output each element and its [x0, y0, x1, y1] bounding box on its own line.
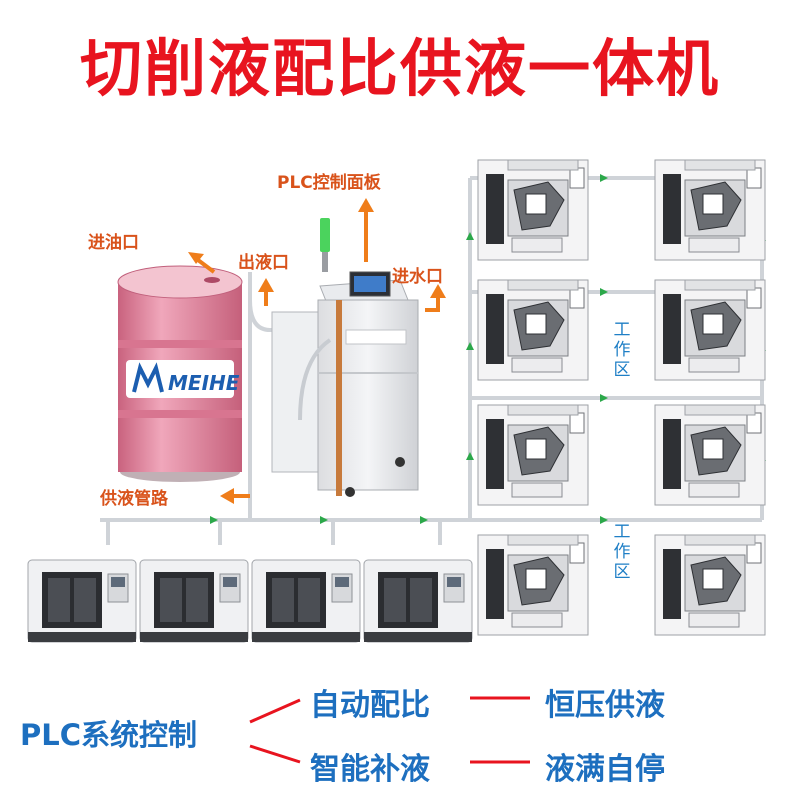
cnc-machine-top-7 [654, 404, 766, 506]
work-zone-label-1: 工作区 [613, 320, 631, 380]
full-auto-stop-label: 液满自停 [545, 752, 665, 787]
mixing-supply-unit [271, 218, 419, 497]
cnc-machine-top-4 [477, 534, 589, 636]
plc-panel-label: PLC控制面板 [277, 173, 381, 193]
cnc-machine-front-4 [363, 559, 473, 643]
cnc-machine-front-2 [139, 559, 249, 643]
liquid-outlet-label: 出液口 [238, 253, 289, 273]
cnc-machine-top-6 [654, 279, 766, 381]
auto-ratio-label: 自动配比 [310, 688, 430, 723]
oil-inlet-label: 进油口 [88, 233, 139, 253]
callout-arrows [188, 198, 446, 504]
cnc-machine-front-1 [27, 559, 137, 643]
cnc-machine-top-2 [477, 279, 589, 381]
cnc-machine-top-5 [654, 159, 766, 261]
cnc-machine-top-1 [477, 159, 589, 261]
plc-system-control-label: PLC系统控制 [20, 718, 198, 752]
water-inlet-label: 进水口 [392, 267, 443, 287]
cnc-machine-top-8 [654, 534, 766, 636]
coolant-barrel: MEIHE [117, 265, 243, 482]
smart-refill-label: 智能补液 [310, 752, 430, 787]
work-zone-label-2: 工作区 [613, 522, 631, 582]
barrel-brand-logo: MEIHE [168, 371, 240, 395]
cnc-machine-front-3 [251, 559, 361, 643]
supply-pipe-label: 供液管路 [100, 489, 168, 509]
feature-summary: PLC系统控制 自动配比 恒压供液 智能补液 液满自停 [0, 670, 800, 800]
constant-pressure-label: 恒压供液 [545, 688, 665, 723]
feature-connectors [249, 696, 530, 764]
page-title: 切削液配比供液一体机 [79, 32, 720, 105]
cnc-machine-top-3 [477, 404, 589, 506]
